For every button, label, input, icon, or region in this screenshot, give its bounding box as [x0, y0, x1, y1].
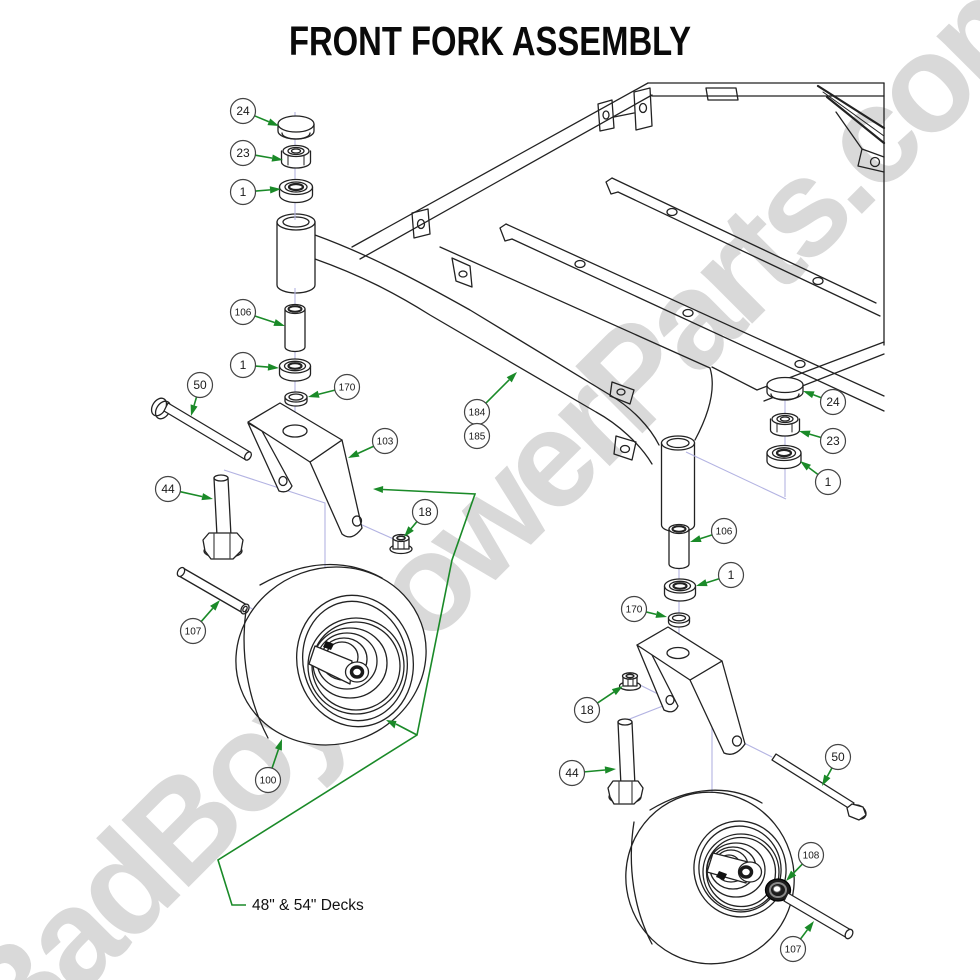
callout-50: 50 [186, 371, 214, 416]
svg-text:106: 106 [716, 527, 733, 538]
callout-24: 24 [229, 97, 279, 126]
caster-wheel-left [235, 563, 427, 746]
callout-23: 23 [229, 139, 283, 167]
callout-44: 44 [558, 759, 616, 787]
axle-rod-right [783, 892, 854, 940]
kingpin-bolt-right [607, 718, 644, 805]
svg-text:24: 24 [826, 395, 840, 409]
svg-text:1: 1 [825, 475, 832, 489]
callout-1: 1 [229, 178, 281, 206]
callout-107: 107 [179, 600, 220, 645]
bearing-right-lower [663, 578, 697, 602]
flange-nut-right [618, 672, 642, 691]
callout-106: 106 [229, 298, 285, 326]
axle-bushing [764, 878, 792, 902]
clevis-pin-left [150, 397, 253, 461]
bearing-left-upper [278, 178, 314, 204]
clevis-pin-right [771, 753, 867, 821]
svg-text:44: 44 [565, 766, 579, 780]
bearing-left-lower [278, 358, 312, 382]
callout-107: 107 [779, 921, 814, 963]
caster-tube-left [276, 213, 316, 294]
callout-1: 1 [800, 461, 842, 496]
bearing-spacer-right [668, 523, 690, 570]
spindle-nut-left [280, 144, 312, 169]
callout-50: 50 [822, 743, 852, 786]
svg-text:23: 23 [236, 146, 250, 160]
axle-rod-left [176, 566, 250, 615]
callout-23: 23 [799, 427, 847, 455]
svg-text:23: 23 [826, 434, 840, 448]
callout-170: 170 [620, 595, 667, 623]
spindle-nut-right [769, 412, 801, 437]
svg-text:184: 184 [469, 408, 486, 419]
deck-note-label: 48" & 54" Decks [252, 897, 364, 914]
svg-text:103: 103 [377, 437, 394, 448]
callout-184: 184 [463, 372, 517, 426]
page-title: FRONT FORK ASSEMBLY [288, 18, 692, 64]
svg-text:185: 185 [469, 432, 486, 443]
callout-layer: 24 23 1 106 1 50 170 103 44 18 107 100 184 185 24 23 1 10… [154, 97, 852, 963]
svg-text:1: 1 [240, 185, 247, 199]
svg-text:1: 1 [728, 568, 735, 582]
svg-text:108: 108 [803, 851, 820, 862]
callout-24: 24 [803, 388, 847, 416]
caster-wheel-right [625, 789, 795, 965]
dust-cap-left [277, 115, 315, 140]
svg-text:100: 100 [260, 776, 277, 787]
svg-text:107: 107 [785, 945, 802, 956]
bearing-spacer-left [284, 303, 306, 353]
svg-text:170: 170 [339, 383, 356, 394]
flange-nut-left [389, 533, 413, 555]
svg-text:107: 107 [185, 627, 202, 638]
caster-fork-left [247, 402, 363, 538]
svg-text:50: 50 [831, 750, 845, 764]
callout-100: 100 [254, 739, 282, 794]
deck-frame [314, 82, 886, 465]
deck-note-leader [217, 486, 477, 906]
svg-text:106: 106 [235, 308, 252, 319]
svg-text:170: 170 [626, 605, 643, 616]
caster-tube-right [660, 435, 696, 533]
bearing-right-upper [766, 444, 802, 470]
callout-103: 103 [348, 427, 399, 458]
callout-18: 18 [573, 686, 623, 724]
caster-fork-right [636, 626, 746, 755]
svg-text:24: 24 [236, 104, 250, 118]
svg-text:1: 1 [240, 358, 247, 372]
svg-text:50: 50 [193, 378, 207, 392]
svg-text:18: 18 [580, 703, 594, 717]
kingpin-bolt-left [202, 474, 244, 560]
thrust-washer-left [284, 391, 308, 407]
callout-108: 108 [786, 841, 825, 881]
callout-106: 106 [690, 517, 738, 545]
callout-1: 1 [696, 561, 745, 589]
dust-cap-right [766, 376, 804, 401]
svg-text:44: 44 [161, 482, 175, 496]
callout-18: 18 [404, 498, 439, 537]
callout-170: 170 [308, 373, 361, 401]
callout-185: 185 [463, 422, 491, 450]
svg-text:18: 18 [418, 505, 432, 519]
callout-1: 1 [229, 351, 279, 379]
thrust-washer-right [667, 612, 691, 628]
callout-44: 44 [154, 475, 213, 503]
